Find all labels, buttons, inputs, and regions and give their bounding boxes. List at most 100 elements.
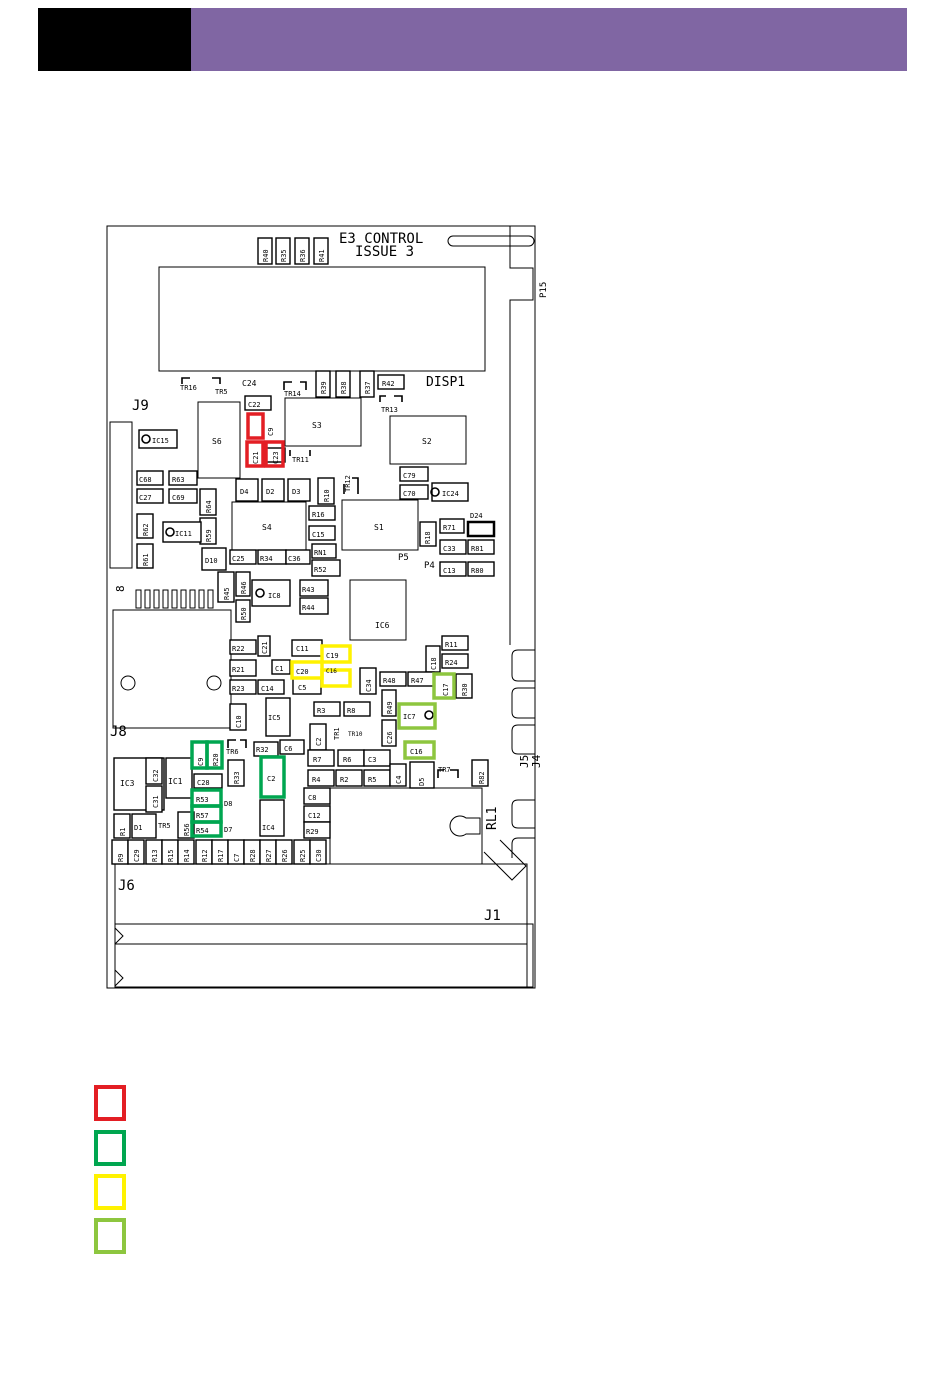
label-r9: R9	[117, 854, 125, 862]
label-r49: R49	[386, 701, 394, 714]
label-j6: J6	[118, 878, 135, 894]
label-r36: R36	[299, 249, 307, 262]
label-c21: C21	[252, 451, 260, 464]
label-r3: R3	[317, 707, 325, 715]
legend-swatch-green	[94, 1130, 126, 1166]
label-c5: C5	[298, 684, 306, 692]
label-r16: R16	[312, 511, 325, 519]
label-r82: R82	[478, 771, 486, 784]
switch-s3	[284, 397, 362, 447]
label-r71: R71	[443, 524, 456, 532]
label-s3: S3	[312, 421, 322, 430]
label-c3: C3	[368, 756, 376, 764]
label-r38: R38	[340, 381, 348, 394]
board-outline	[106, 225, 536, 989]
label-d5: D5	[418, 778, 426, 786]
label-c16: C16	[410, 748, 423, 756]
legend-swatch-red	[94, 1085, 126, 1121]
label-r40: R40	[262, 249, 270, 262]
label-r43: R43	[302, 586, 315, 594]
label-c28: C28	[197, 779, 210, 787]
label-r59: R59	[205, 529, 213, 542]
label-tr16: TR16	[180, 384, 197, 392]
label-c20: C20	[296, 668, 309, 676]
label-ic3: IC3	[120, 779, 135, 788]
label-r29: R29	[306, 828, 319, 836]
label-c10: C10	[235, 715, 243, 728]
label-disp1: DISP1	[426, 375, 465, 390]
ic-markers	[141, 434, 440, 720]
label-c4: C4	[395, 776, 403, 784]
header-black-block	[38, 8, 191, 71]
connector-j8-body	[112, 609, 232, 729]
chip-ic6	[349, 579, 407, 641]
label-c36: C36	[288, 555, 301, 563]
board-subtitle: ISSUE 3	[355, 244, 414, 260]
label-d10: D10	[205, 557, 218, 565]
label-r56: R56	[183, 823, 191, 836]
label-r18: R18	[424, 531, 432, 544]
label-tr12: TR12	[344, 475, 352, 492]
label-r17: R17	[217, 849, 225, 862]
label-p4: P4	[424, 561, 435, 571]
label-c69: C69	[172, 494, 185, 502]
highlight-red-c21	[245, 440, 265, 468]
label-ic5: IC5	[268, 714, 281, 722]
connector-j6-body	[114, 863, 528, 925]
label-r4: R4	[312, 776, 320, 784]
highlight-green-r54	[190, 820, 223, 838]
label-r63: R63	[172, 476, 185, 484]
label-d3: D3	[292, 488, 300, 496]
label-r48: R48	[383, 677, 396, 685]
label-ic7: IC7	[403, 713, 416, 721]
label-rl1: RL1	[485, 807, 500, 830]
label-p5: P5	[398, 553, 409, 563]
label-r42: R42	[382, 380, 395, 388]
label-tr14: TR14	[284, 390, 301, 398]
label-ic1: IC1	[168, 777, 183, 786]
label-r2: R2	[340, 776, 348, 784]
label-s4: S4	[262, 523, 272, 532]
label-r30: R30	[461, 683, 469, 696]
label-j8: J8	[110, 724, 127, 740]
label-r22: R22	[232, 645, 245, 653]
label-tr7: TR7	[438, 766, 451, 774]
label-r11: R11	[445, 641, 458, 649]
label-r24: R24	[445, 659, 458, 667]
highlight-lightgreen-ic7	[397, 702, 437, 730]
label-r39: R39	[320, 381, 328, 394]
label-r52: R52	[314, 566, 327, 574]
highlight-boxes	[190, 412, 456, 838]
highlight-lightgreen-c16	[403, 740, 436, 760]
label-d8: D8	[224, 800, 232, 808]
label-r37: R37	[364, 381, 372, 394]
board-title: E3 CONTROL	[339, 231, 423, 247]
label-r57: R57	[196, 812, 209, 820]
highlight-green-c2	[259, 755, 286, 799]
label-d2: D2	[266, 488, 274, 496]
label-r35: R35	[280, 249, 288, 262]
label-r50: R50	[240, 607, 248, 620]
label-tr13: TR13	[381, 406, 398, 414]
legend-swatch-yellow	[94, 1174, 126, 1210]
highlight-yellow-c19	[320, 644, 352, 664]
label-c18: C18	[430, 657, 438, 670]
j8-pin-header	[135, 589, 214, 609]
label-d7: D7	[224, 826, 232, 834]
label-c2: C2	[267, 775, 275, 783]
mount-hole-right	[206, 675, 222, 691]
label-ic6: IC6	[375, 621, 390, 630]
label-j4: J4	[530, 754, 543, 768]
header-purple-bar	[191, 8, 907, 71]
label-j5: J5	[518, 755, 531, 768]
label-pin8: 8	[114, 585, 127, 592]
label-r12: R12	[201, 849, 209, 862]
label-r41: R41	[318, 249, 326, 262]
label-r20: R20	[212, 753, 220, 766]
label-r80: R80	[471, 567, 484, 575]
mount-hole-left	[120, 675, 136, 691]
label-d4: D4	[240, 488, 248, 496]
connector-j1-top	[114, 923, 528, 945]
label-c9b: C9	[197, 758, 205, 766]
